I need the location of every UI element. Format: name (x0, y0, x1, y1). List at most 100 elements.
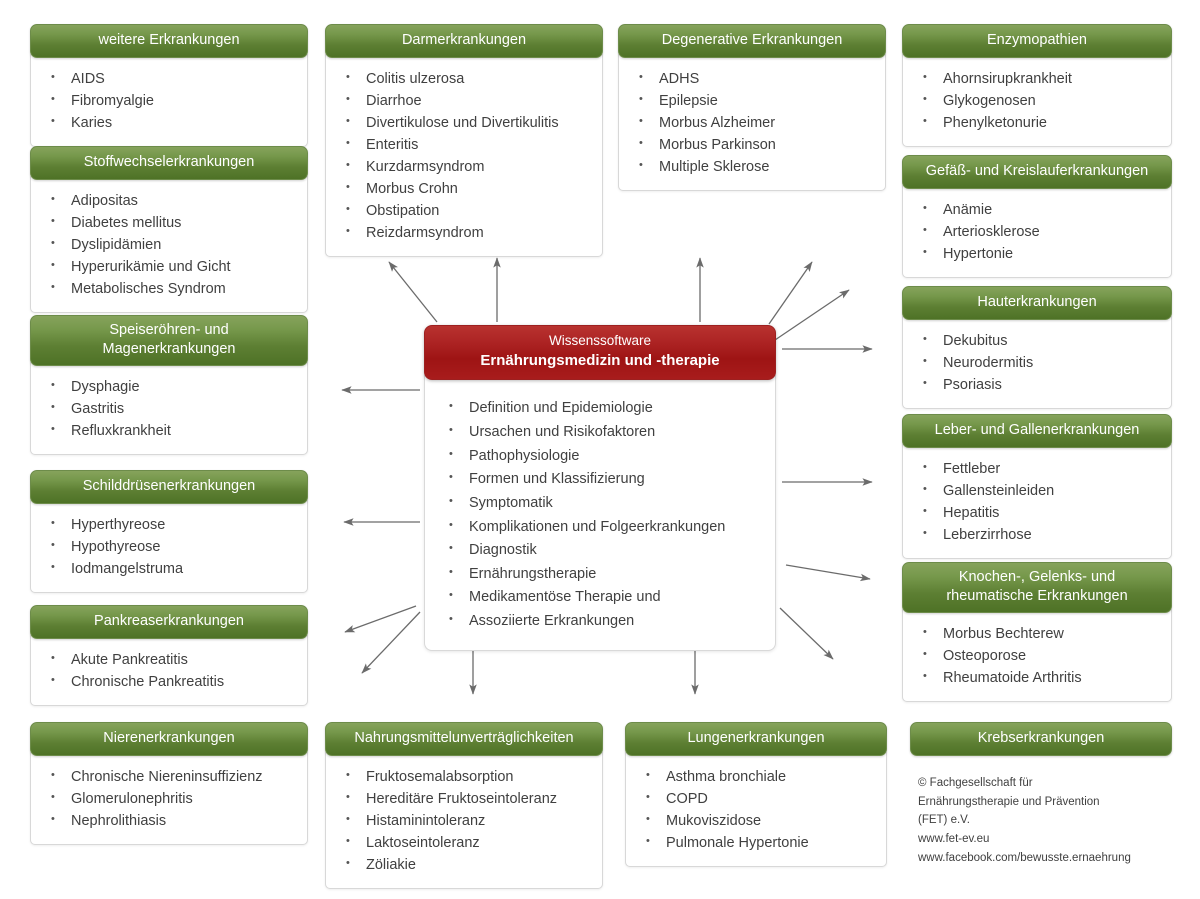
box-body: Asthma bronchiale COPD Mukoviszidose Pul… (625, 752, 887, 868)
list-item: Kurzdarmsyndrom (336, 155, 592, 178)
box-speiseroehren-magenerkrankungen[interactable]: Speiseröhren- und Magenerkrankungen Dysp… (30, 315, 308, 456)
box-darmerkrankungen[interactable]: Darmerkrankungen Colitis ulzerosa Diarrh… (325, 24, 603, 258)
box-header-line2: Magenerkrankungen (102, 341, 236, 358)
box-body: AIDS Fibromyalgie Karies (30, 54, 308, 148)
box-header: Pankreaserkrankungen (30, 605, 308, 640)
list-item: Asthma bronchiale (636, 765, 876, 788)
item-list: Asthma bronchiale COPD Mukoviszidose Pul… (636, 765, 876, 854)
box-body: Anämie Arteriosklerose Hypertonie (902, 185, 1172, 279)
list-item: Dekubitus (913, 329, 1161, 352)
list-item: Gastritis (41, 397, 297, 420)
box-header: Nahrungsmittelunverträglichkeiten (325, 722, 603, 757)
arrow-to-stoffwechsel (388, 261, 438, 323)
list-item: Formen und Klassifizierung (435, 467, 765, 492)
box-header: Degenerative Erkrankungen (618, 24, 886, 59)
list-item: Divertikulose und Divertikulitis (336, 111, 592, 134)
item-list: ADHS Epilepsie Morbus Alzheimer Morbus P… (629, 67, 875, 178)
box-body: Morbus Bechterew Osteoporose Rheumatoide… (902, 609, 1172, 703)
list-item: Definition und Epidemiologie (435, 396, 765, 421)
box-schilddruesenerkrankungen[interactable]: Schilddrüsenerkrankungen Hyperthyreose H… (30, 470, 308, 594)
credit-line-facebook[interactable]: www.facebook.com/bewusste.ernaehrung (918, 851, 1131, 864)
list-item: Chronische Pankreatitis (41, 670, 297, 693)
arrow-to-enzymopathien (768, 261, 813, 325)
box-header: Nierenerkrankungen (30, 722, 308, 757)
item-list: Dekubitus Neurodermitis Psoriasis (913, 329, 1161, 396)
arrow-to-krebs (779, 607, 834, 660)
credit-line-1: © Fachgesellschaft für (918, 777, 1033, 790)
box-weitere-erkrankungen[interactable]: weitere Erkrankungen AIDS Fibromyalgie K… (30, 24, 308, 148)
box-body: Fruktosemalabsorption Hereditäre Fruktos… (325, 752, 603, 890)
list-item: Rheumatoide Arthritis (913, 666, 1161, 689)
box-header: Knochen-, Gelenks- und rheumatische Erkr… (902, 562, 1172, 614)
list-item: Ahornsirupkrankheit (913, 67, 1161, 90)
box-header: Leber- und Gallenerkrankungen (902, 414, 1172, 449)
item-list: Anämie Arteriosklerose Hypertonie (913, 198, 1161, 265)
list-item: Neurodermitis (913, 351, 1161, 374)
box-body: Adipositas Diabetes mellitus Dyslipidämi… (30, 176, 308, 314)
list-item: Medikamentöse Therapie und (435, 585, 765, 610)
list-item: Colitis ulzerosa (336, 67, 592, 90)
list-item: Histaminintoleranz (336, 809, 592, 832)
box-body: Ahornsirupkrankheit Glykogenosen Phenylk… (902, 54, 1172, 148)
list-item: Morbus Parkinson (629, 133, 875, 156)
list-item: ADHS (629, 67, 875, 90)
list-item: Enteritis (336, 133, 592, 156)
list-item: Mukoviszidose (636, 809, 876, 832)
box-body: ADHS Epilepsie Morbus Alzheimer Morbus P… (618, 54, 886, 192)
box-header-line1: Speiseröhren- und (109, 322, 229, 338)
box-center-wissenssoftware[interactable]: Wissenssoftware Ernährungsmedizin und -t… (424, 325, 776, 651)
item-list: Chronische Niereninsuffizienz Glomerulon… (41, 765, 297, 832)
list-item: Adipositas (41, 189, 297, 212)
box-header: Krebserkrankungen (910, 722, 1172, 757)
box-degenerative-erkrankungen[interactable]: Degenerative Erkrankungen ADHS Epilepsie… (618, 24, 886, 192)
box-header-line1: Knochen-, Gelenks- und (958, 569, 1116, 585)
list-item: Osteoporose (913, 644, 1161, 667)
list-item: Phenylketonurie (913, 111, 1161, 134)
box-enzymopathien[interactable]: Enzymopathien Ahornsirupkrankheit Glykog… (902, 24, 1172, 148)
list-item: Chronische Niereninsuffizienz (41, 765, 297, 788)
box-body: © Fachgesellschaft für Ernährungstherapi… (910, 752, 1172, 880)
list-item: Arteriosklerose (913, 220, 1161, 243)
list-item: Gallensteinleiden (913, 479, 1161, 502)
list-item: Ernährungstherapie (435, 562, 765, 587)
item-list: Fruktosemalabsorption Hereditäre Fruktos… (336, 765, 592, 876)
box-gefaess-kreislauferkrankungen[interactable]: Gefäß- und Kreislauferkrankungen Anämie … (902, 155, 1172, 279)
box-leber-gallenerkrankungen[interactable]: Leber- und Gallenerkrankungen Fettleber … (902, 414, 1172, 560)
box-pankreaserkrankungen[interactable]: Pankreaserkrankungen Akute Pankreatitis … (30, 605, 308, 707)
box-header: Enzymopathien (902, 24, 1172, 59)
center-body: Definition und Epidemiologie Ursachen un… (424, 375, 776, 651)
list-item: Metabolisches Syndrom (41, 277, 297, 300)
list-item: Dysphagie (41, 375, 297, 398)
list-item: Zöliakie (336, 853, 592, 876)
arrow-to-knochen (785, 564, 871, 582)
arrow-to-nieren (361, 611, 421, 674)
list-item: Glykogenosen (913, 89, 1161, 112)
list-item: Hyperthyreose (41, 513, 297, 536)
arrow-to-pankreas (344, 605, 417, 633)
list-item: COPD (636, 787, 876, 810)
center-item-list: Definition und Epidemiologie Ursachen un… (435, 396, 765, 634)
list-item: Assoziierte Erkrankungen (435, 609, 765, 634)
box-stoffwechselerkrankungen[interactable]: Stoffwechselerkrankungen Adipositas Diab… (30, 146, 308, 314)
item-list: AIDS Fibromyalgie Karies (41, 67, 297, 134)
list-item: Psoriasis (913, 373, 1161, 396)
list-item: Nephrolithiasis (41, 809, 297, 832)
box-hauterkrankungen[interactable]: Hauterkrankungen Dekubitus Neurodermitis… (902, 286, 1172, 410)
box-lungenerkrankungen[interactable]: Lungenerkrankungen Asthma bronchiale COP… (625, 722, 887, 868)
list-item: Akute Pankreatitis (41, 648, 297, 671)
item-list: Hyperthyreose Hypothyreose Iodmangelstru… (41, 513, 297, 580)
box-body: Chronische Niereninsuffizienz Glomerulon… (30, 752, 308, 846)
box-krebserkrankungen[interactable]: Krebserkrankungen © Fachgesellschaft für… (910, 722, 1172, 880)
box-body: Dysphagie Gastritis Refluxkrankheit (30, 362, 308, 456)
list-item: Pulmonale Hypertonie (636, 831, 876, 854)
item-list: Ahornsirupkrankheit Glykogenosen Phenylk… (913, 67, 1161, 134)
list-item: Anämie (913, 198, 1161, 221)
credit-line-website[interactable]: www.fet-ev.eu (918, 833, 990, 845)
box-header-line2: rheumatische Erkrankungen (946, 588, 1128, 605)
box-knochen-gelenks-rheumatische-erkrankungen[interactable]: Knochen-, Gelenks- und rheumatische Erkr… (902, 562, 1172, 703)
list-item: Glomerulonephritis (41, 787, 297, 810)
box-nahrungsmittelunvertraeglichkeiten[interactable]: Nahrungsmittelunverträglichkeiten Frukto… (325, 722, 603, 890)
item-list: Adipositas Diabetes mellitus Dyslipidämi… (41, 189, 297, 300)
box-nierenerkrankungen[interactable]: Nierenerkrankungen Chronische Niereninsu… (30, 722, 308, 846)
